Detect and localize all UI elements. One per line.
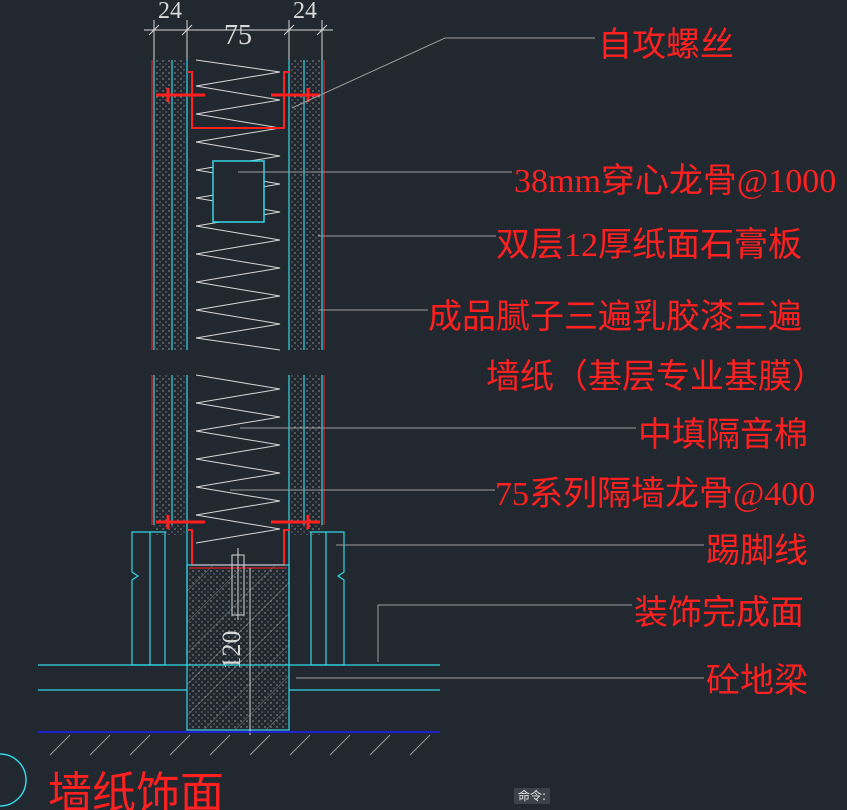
label-gypsum-board: 双层12厚纸面石膏板: [496, 226, 802, 264]
ground-hatch: [49, 734, 431, 756]
label-wallpaper-base: 墙纸（基层专业基膜）: [486, 358, 826, 396]
screws-bottom: [156, 515, 320, 529]
drawing-title: 墙纸饰面: [48, 769, 224, 810]
top-dimension-lines: [144, 20, 333, 60]
wall-lower-segment: [151, 374, 325, 665]
dimension-vertical: 120: [217, 631, 246, 670]
concrete-beam: [186, 548, 290, 735]
floor-lines: [38, 664, 440, 691]
callout-labels: 自攻螺丝 38mm穿心龙骨@1000 双层12厚纸面石膏板 成品腻子三遍乳胶漆三…: [428, 26, 836, 700]
leader-lines: [230, 37, 704, 679]
dimension-middle: 75: [224, 20, 252, 51]
screws-top: [156, 88, 320, 102]
label-skirting: 踢脚线: [706, 532, 808, 570]
label-sound-insulation: 中填隔音棉: [638, 416, 808, 454]
title-circle: [0, 753, 27, 807]
label-concrete-beam: 砼地梁: [706, 662, 808, 700]
wall-upper-segment: [151, 59, 325, 351]
dimension-right: 24: [293, 0, 317, 24]
dimension-left: 24: [158, 0, 182, 24]
label-finish-surface: 装饰完成面: [634, 594, 804, 632]
skirting: [131, 531, 345, 666]
label-putty-latex: 成品腻子三遍乳胶漆三遍: [428, 298, 802, 336]
label-partition-keel: 75系列隔墙龙骨@400: [495, 475, 815, 513]
label-self-tapping-screw: 自攻螺丝: [598, 26, 734, 64]
command-prompt[interactable]: 命令:: [514, 788, 551, 804]
label-crossbar-keel: 38mm穿心龙骨@1000: [514, 162, 836, 200]
